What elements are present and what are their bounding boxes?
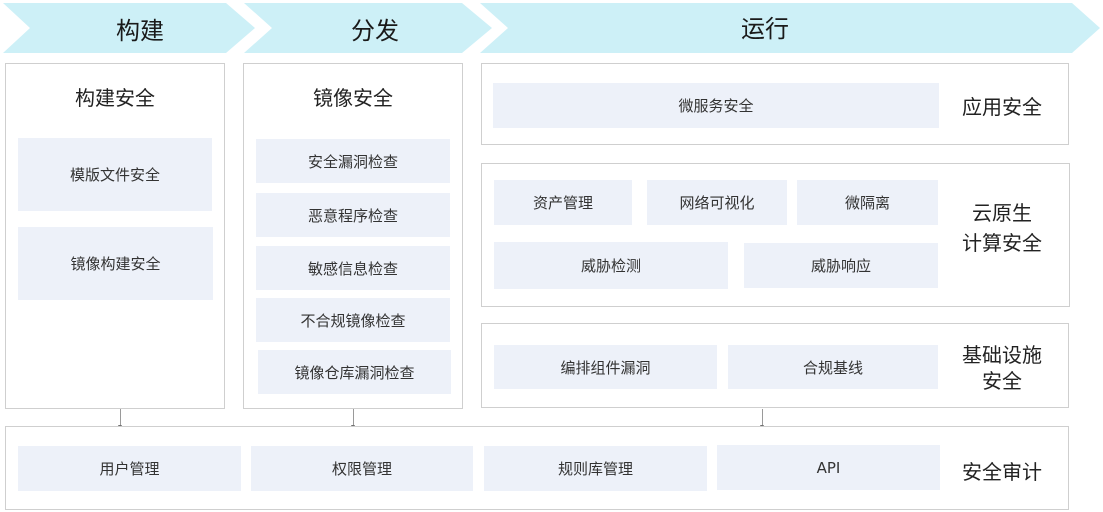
runtime-item-network-visual: 网络可视化 xyxy=(647,180,787,225)
runtime-item-asset-mgmt: 资产管理 xyxy=(494,180,632,225)
runtime-item-threat-response: 威胁响应 xyxy=(744,243,938,288)
infra-label-line1: 基础设施 xyxy=(962,343,1042,367)
audit-item-permission-mgmt: 权限管理 xyxy=(251,446,473,491)
connector-build-audit xyxy=(118,409,122,429)
build-item-template-file: 模版文件安全 xyxy=(18,138,212,211)
image-security-title: 镜像安全 xyxy=(313,85,393,110)
image-item-sensitive-info-check: 敏感信息检查 xyxy=(256,246,450,290)
audit-item-rule-library-mgmt: 规则库管理 xyxy=(484,446,707,491)
cloud-native-security-label: 云原生 计算安全 xyxy=(942,200,1062,256)
connector-runtime-audit xyxy=(760,409,764,429)
infra-label-line2: 安全 xyxy=(982,369,1022,393)
cloud-native-label-line2: 计算安全 xyxy=(962,231,1042,255)
runtime-item-microservice: 微服务安全 xyxy=(493,83,939,128)
app-security-label: 应用安全 xyxy=(962,94,1042,119)
audit-item-user-mgmt: 用户管理 xyxy=(18,446,241,491)
image-item-malware-check: 恶意程序检查 xyxy=(256,193,450,237)
phase-distribute-label: 分发 xyxy=(351,16,399,45)
runtime-item-compliance-baseline: 合规基线 xyxy=(728,345,938,389)
cloud-native-label-line1: 云原生 xyxy=(972,201,1032,225)
phase-run-label: 运行 xyxy=(741,14,789,43)
runtime-item-threat-detect: 威胁检测 xyxy=(494,242,728,289)
security-audit-label: 安全审计 xyxy=(962,459,1042,484)
build-item-image-build: 镜像构建安全 xyxy=(18,227,213,300)
phase-run-chevron xyxy=(480,3,1100,53)
runtime-item-orchestration-vuln: 编排组件漏洞 xyxy=(494,345,717,389)
image-item-vuln-check: 安全漏洞检查 xyxy=(256,139,450,183)
image-item-noncompliant-check: 不合规镜像检查 xyxy=(256,298,450,342)
connector-distribute-audit xyxy=(351,409,355,429)
runtime-item-micro-isolation: 微隔离 xyxy=(797,180,938,225)
phase-build-chevron xyxy=(3,3,255,53)
infra-security-label: 基础设施 安全 xyxy=(942,342,1062,398)
image-item-registry-vuln-check: 镜像仓库漏洞检查 xyxy=(258,350,451,394)
phase-banner xyxy=(3,3,1100,53)
audit-item-api: API xyxy=(717,445,940,490)
phase-build-label: 构建 xyxy=(116,16,164,45)
build-security-title: 构建安全 xyxy=(75,85,155,110)
phase-distribute-chevron xyxy=(244,3,492,53)
